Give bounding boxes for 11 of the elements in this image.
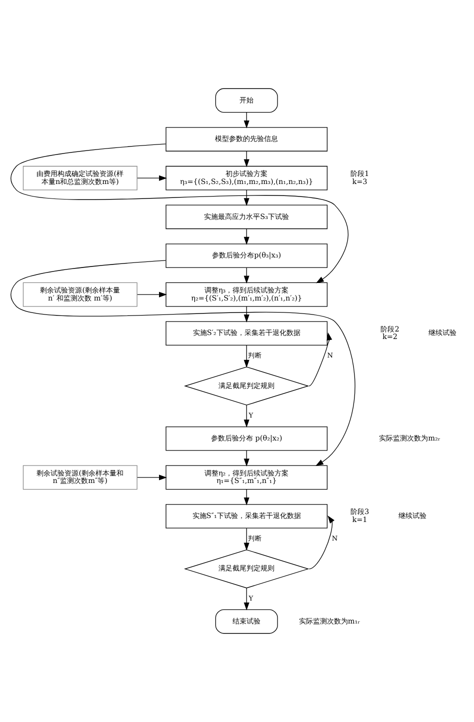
arrow (137, 175, 167, 181)
arrow (244, 404, 250, 428)
arrow (308, 332, 332, 386)
arrow (244, 528, 250, 551)
arrow (308, 515, 334, 570)
arrow (10, 260, 356, 466)
arrow (244, 345, 250, 368)
arrow (137, 292, 167, 298)
arrow (10, 144, 348, 284)
arrow (137, 474, 167, 480)
arrow (244, 588, 250, 610)
